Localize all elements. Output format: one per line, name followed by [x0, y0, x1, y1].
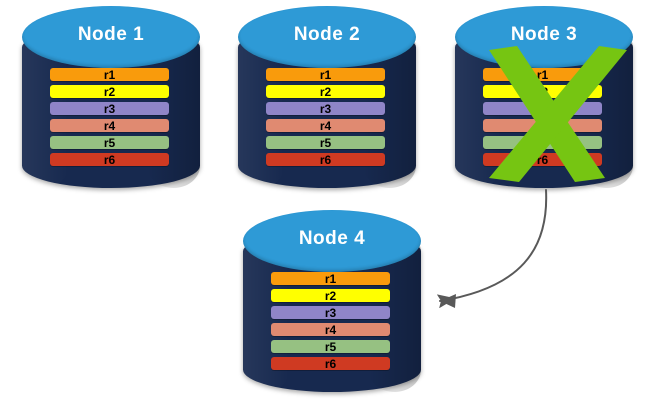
node-1[interactable]: Node 1 r1 r2 r3 r4 r5 r6: [22, 6, 200, 188]
record-row[interactable]: r1: [483, 68, 602, 81]
node-2-cylinder-top: [238, 6, 416, 68]
node-3-cylinder-top: [455, 6, 633, 68]
record-row[interactable]: r3: [483, 102, 602, 115]
record-row[interactable]: r2: [50, 85, 169, 98]
node-4[interactable]: Node 4 r1 r2 r3 r4 r5 r6: [243, 210, 421, 392]
record-row[interactable]: r4: [266, 119, 385, 132]
record-row[interactable]: r1: [50, 68, 169, 81]
record-row[interactable]: r5: [271, 340, 390, 353]
record-row[interactable]: r6: [271, 357, 390, 370]
node-1-cylinder-top: [22, 6, 200, 68]
record-row[interactable]: r2: [483, 85, 602, 98]
record-row[interactable]: r6: [50, 153, 169, 166]
node-4-records: r1 r2 r3 r4 r5 r6: [271, 272, 390, 370]
record-row[interactable]: r5: [50, 136, 169, 149]
record-row[interactable]: r1: [266, 68, 385, 81]
node-2[interactable]: Node 2 r1 r2 r3 r4 r5 r6: [238, 6, 416, 188]
node-1-records: r1 r2 r3 r4 r5 r6: [50, 68, 169, 166]
record-row[interactable]: r6: [483, 153, 602, 166]
node-3[interactable]: Node 3 r1 r2 r3 r4 r5 r6: [455, 6, 633, 188]
record-row[interactable]: r2: [266, 85, 385, 98]
node-4-cylinder-top: [243, 210, 421, 272]
record-row[interactable]: r6: [266, 153, 385, 166]
record-row[interactable]: r4: [483, 119, 602, 132]
node-3-records: r1 r2 r3 r4 r5 r6: [483, 68, 602, 166]
record-row[interactable]: r1: [271, 272, 390, 285]
record-row[interactable]: r3: [50, 102, 169, 115]
record-row[interactable]: r3: [271, 306, 390, 319]
record-row[interactable]: r4: [50, 119, 169, 132]
recovery-arrow-head: [440, 294, 456, 308]
record-row[interactable]: r5: [266, 136, 385, 149]
node-2-records: r1 r2 r3 r4 r5 r6: [266, 68, 385, 166]
record-row[interactable]: r2: [271, 289, 390, 302]
record-row[interactable]: r4: [271, 323, 390, 336]
record-row[interactable]: r5: [483, 136, 602, 149]
recovery-arrow-path: [436, 189, 548, 309]
record-row[interactable]: r3: [266, 102, 385, 115]
